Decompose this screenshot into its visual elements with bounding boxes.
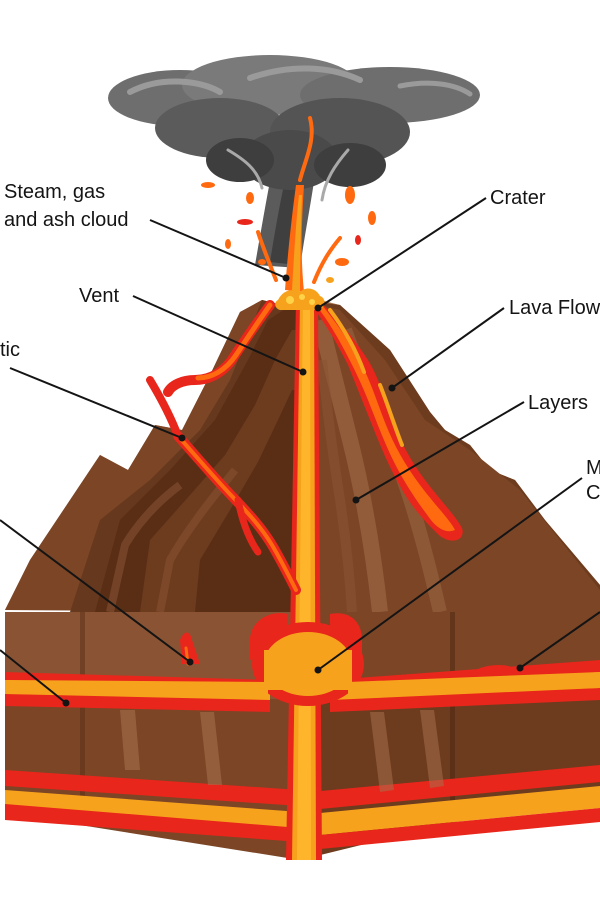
leader-layers: [355, 401, 525, 501]
leader-lines: [0, 197, 600, 707]
leader-laccolith: [519, 611, 600, 669]
label-lava-flow: Lava Flow: [509, 297, 600, 319]
leader-dot-dyke: [62, 699, 70, 707]
leader-sill: [0, 519, 191, 663]
leader-vent: [132, 295, 304, 373]
leader-crater: [317, 197, 487, 309]
leader-dot-magma-chamber: [314, 666, 322, 674]
leader-magma-chamber: [317, 477, 583, 671]
label-magma-chamber-fragment-1: M: [586, 457, 600, 479]
leader-dot-lava-flow: [388, 384, 396, 392]
label-parasitic-fragment: tic: [0, 339, 20, 361]
vent-and-magma-chamber: [5, 288, 600, 860]
leader-dot-steam: [282, 274, 290, 282]
leader-parasitic: [9, 367, 183, 439]
label-steam-line2: and ash cloud: [4, 209, 129, 231]
eruption-column: [201, 182, 376, 292]
label-crater: Crater: [490, 187, 546, 209]
label-magma-chamber-fragment-2: C: [586, 482, 600, 504]
label-steam-line1: Steam, gas: [4, 181, 105, 203]
leader-dot-parasitic: [178, 434, 186, 442]
labels: Steam, gas and ash cloud Crater Vent Lav…: [0, 181, 600, 504]
leader-steam: [149, 219, 287, 279]
leader-dyke: [0, 649, 67, 704]
leader-dot-crater: [314, 304, 322, 312]
label-layers: Layers: [528, 392, 588, 414]
leader-dot-layers: [352, 496, 360, 504]
lava-flow-surface: [163, 300, 463, 541]
leader-dot-laccolith: [516, 664, 524, 672]
ash-cloud: [108, 55, 480, 268]
leader-dot-sill: [186, 658, 194, 666]
leader-lava-flow: [391, 307, 505, 389]
label-vent: Vent: [79, 285, 119, 307]
leader-dot-vent: [299, 368, 307, 376]
